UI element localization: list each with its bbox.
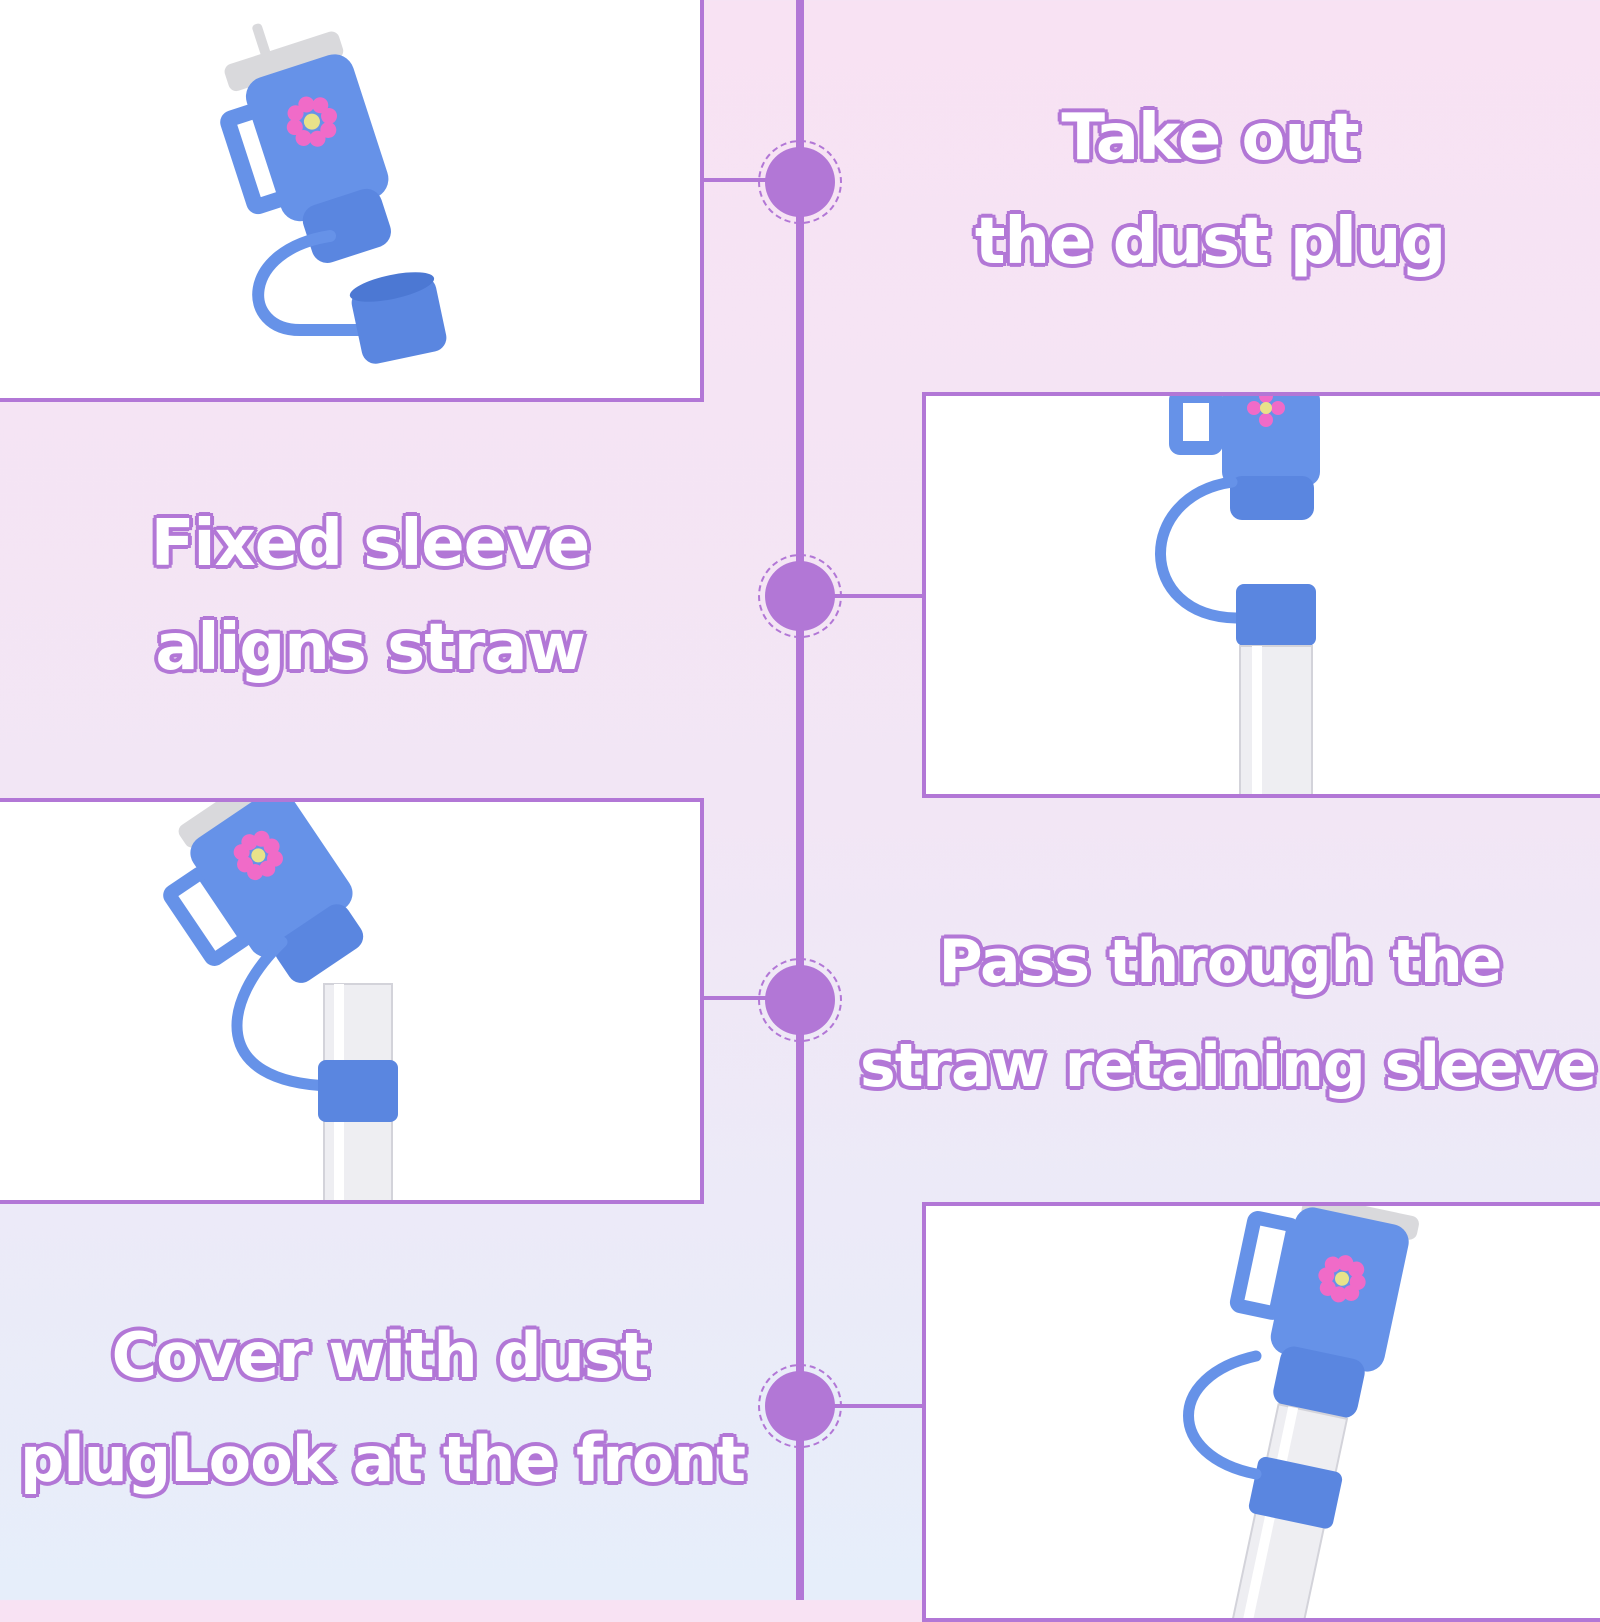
step-4-image-panel [922,1202,1600,1622]
step-3-image-panel [0,798,704,1204]
step-2-caption-line-1: Fixed sleeve [149,505,592,583]
timeline-spine [796,0,804,1600]
connector-step-2 [800,594,922,598]
connector-step-1 [704,178,800,182]
straw-topper-covered-illustration [1183,1206,1419,1618]
step-1-image-panel [0,0,704,402]
step-4-caption-line-2: plugLook at the front [18,1421,748,1498]
step-1-caption: Take out the dust plug [900,86,1520,294]
step-3-caption: Pass through the straw retaining sleeve [858,910,1599,1118]
step-4-caption: Cover with dust plugLook at the front [18,1304,748,1512]
straw-topper-plug-removed-illustration [220,23,447,364]
step-2-image-panel [922,392,1600,798]
step-4-caption-line-1: Cover with dust [110,1317,652,1394]
timeline-node-1 [758,140,842,224]
connector-step-3 [704,996,800,1000]
straw-topper-sleeve-alignment-illustration [1155,396,1320,794]
step-1-caption-line-2: the dust plug [973,203,1448,281]
step-2-caption-line-2: aligns straw [153,609,587,687]
step-3-caption-line-2: straw retaining sleeve [858,1029,1599,1103]
step-3-caption-line-1: Pass through the [937,925,1505,999]
step-2-caption: Fixed sleeve aligns straw [60,492,680,700]
straw-topper-pass-through-illustration [163,802,398,1200]
step-1-caption-line-1: Take out [1059,99,1361,177]
timeline-node-2 [758,554,842,638]
connector-step-4 [800,1404,922,1408]
timeline-node-3 [758,958,842,1042]
timeline-node-4 [758,1364,842,1448]
